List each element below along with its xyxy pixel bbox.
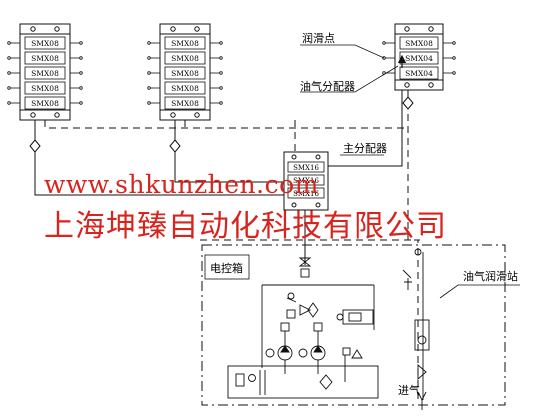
- air-oil-distributor-label: 油气分配器: [300, 79, 355, 93]
- main-distributor-label: 主分配器: [343, 142, 387, 155]
- block-label: SMX08: [31, 99, 59, 108]
- air-oil-station-label: 油气润滑站: [463, 269, 518, 283]
- middle-distributor: SMX08 SMX08 SMX08 SMX08 SMX08: [147, 23, 223, 121]
- air-inlet-label: 进气: [398, 383, 420, 397]
- station-boundary: [201, 244, 506, 406]
- air-oil-distributor: SMX08 SMX04 SMX04: [382, 23, 456, 91]
- watermark-company: 上海坤臻自动化科技有限公司: [44, 209, 447, 244]
- block-label: SMX08: [171, 54, 199, 63]
- fitting-diamond-icon: [29, 96, 414, 153]
- block-label: SMX08: [171, 69, 199, 78]
- left-distributor: SMX08 SMX08 SMX08 SMX08 SMX08: [7, 23, 83, 121]
- hydraulic-schematic: [227, 248, 430, 410]
- block-label: SMX08: [171, 39, 199, 48]
- block-label: SMX16: [293, 190, 319, 198]
- block-label: SMX08: [31, 69, 59, 78]
- main-distributor: SMX16 SMX16 SMX16: [283, 151, 329, 211]
- block-label: SMX04: [405, 54, 433, 63]
- block-label: SMX08: [31, 39, 59, 48]
- block-label: SMX04: [405, 69, 433, 78]
- block-label: SMX08: [31, 54, 59, 63]
- lube-point-label: 润滑点: [302, 31, 335, 45]
- block-label: SMX16: [293, 177, 319, 185]
- block-label: SMX08: [171, 99, 199, 108]
- control-box: 电控箱: [204, 254, 250, 280]
- block-label: SMX08: [171, 84, 199, 93]
- block-label: SMX08: [405, 39, 433, 48]
- control-box-label: 电控箱: [210, 261, 243, 275]
- block-label: SMX08: [31, 84, 59, 93]
- watermark-url: www.shkunzhen.com: [44, 170, 319, 199]
- leader-lines: [300, 44, 520, 299]
- block-label: SMX16: [293, 164, 319, 172]
